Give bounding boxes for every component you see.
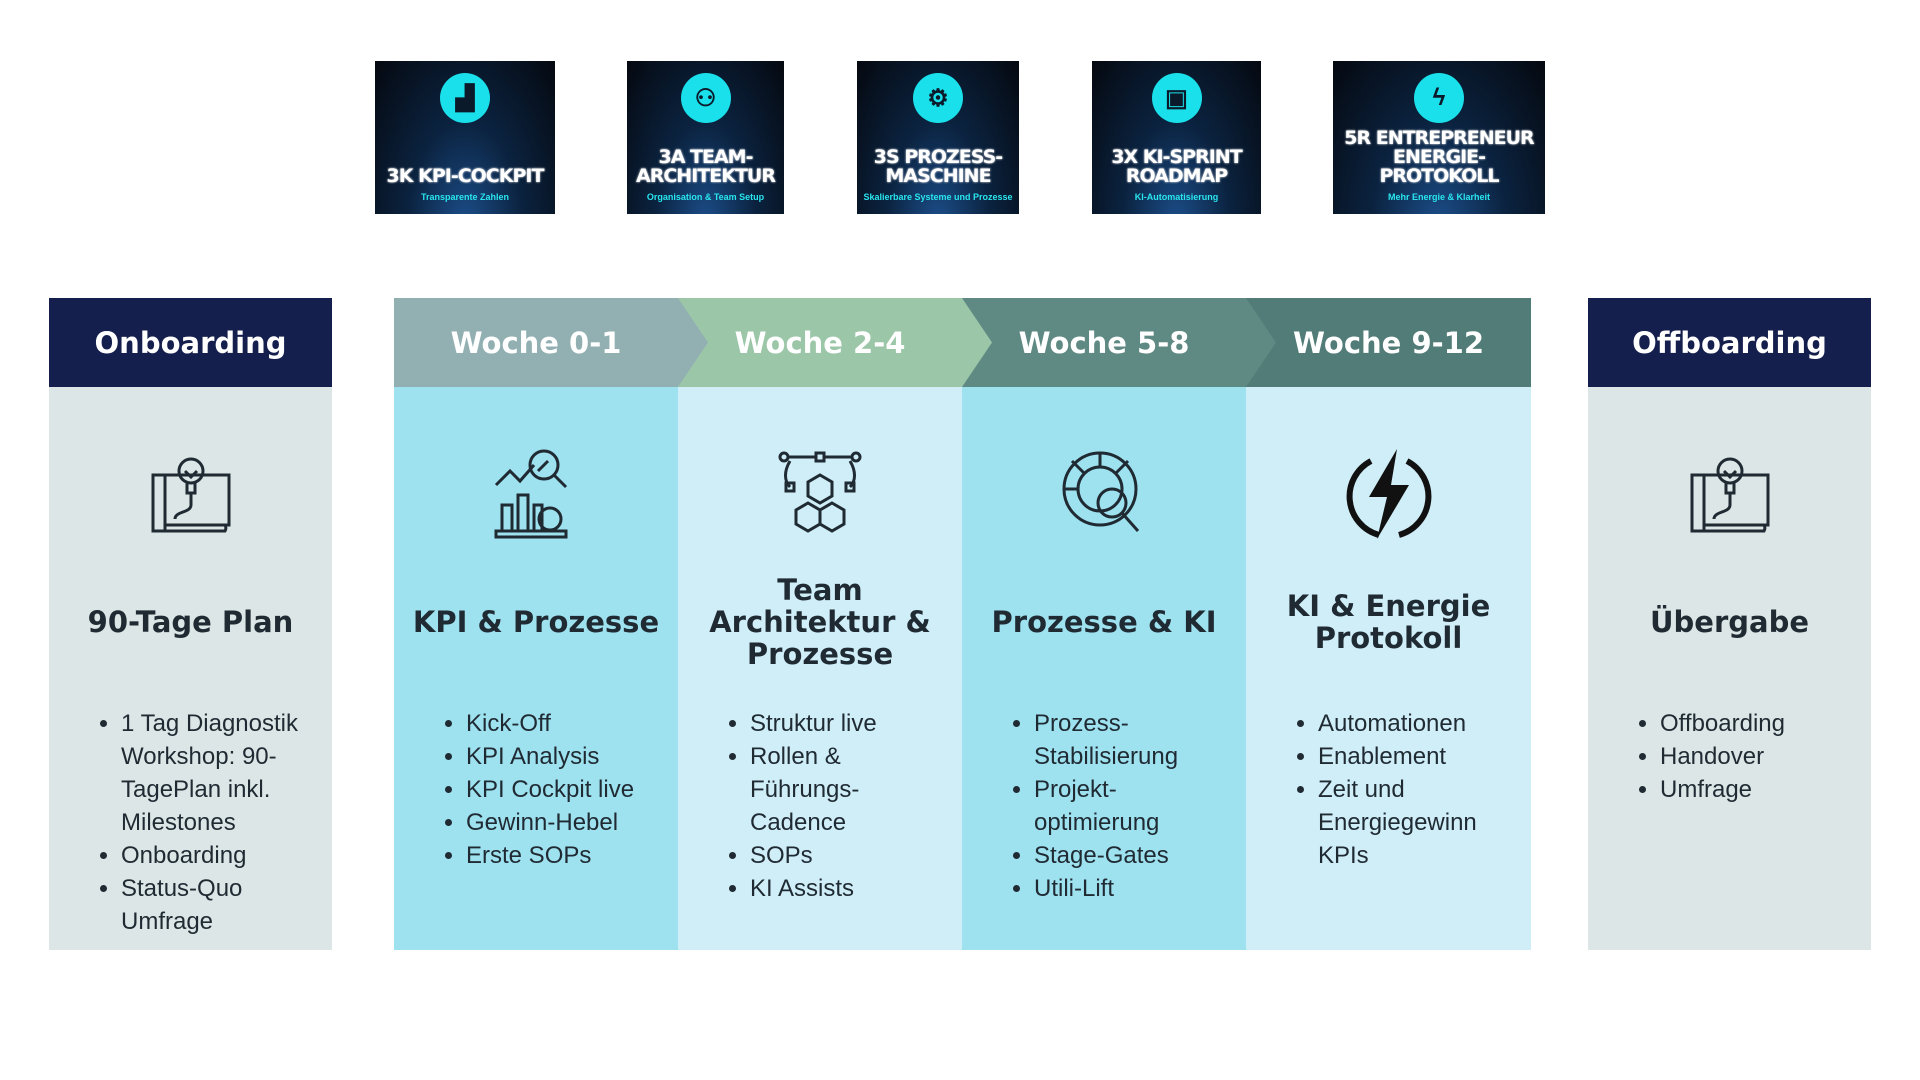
list-item: Gewinn-Hebel [466, 806, 668, 839]
process-search-icon [1056, 445, 1152, 541]
card-title: 5R Entrepreneur Energie-Protokoll [1344, 127, 1534, 187]
list-item: KI Assists [750, 872, 952, 905]
card-title: 3S Prozess-Maschine [873, 146, 1003, 187]
list-item: Zeit und Energiegewinn KPIs [1318, 773, 1521, 872]
phase-column: Woche 2-4 Team Architektur & Prozesse St… [678, 298, 992, 950]
blueprint-lightbulb-icon [143, 445, 239, 541]
list-item: Erste SOPs [466, 839, 668, 872]
phase-task-list: AutomationenEnablementZeit und Energiege… [1294, 707, 1521, 872]
team-icon: ⚇ [680, 73, 731, 123]
phase-title: KPI & Prozesse [412, 605, 660, 639]
phase-task-list: Prozess-StabilisierungProjekt-optimierun… [1010, 707, 1236, 905]
list-item: Kick-Off [466, 707, 668, 740]
card-title: 3X KI-Sprint Roadmap [1111, 146, 1242, 187]
list-item: Enablement [1318, 740, 1521, 773]
phase-task-list: 1 Tag Diagnostik Workshop: 90-TagePlan i… [97, 707, 322, 938]
phase-title: KI & Energie Protokoll [1286, 589, 1491, 655]
phase-column: Woche 9-12 KI & Energie Protokoll Automa… [1246, 298, 1531, 950]
list-item: SOPs [750, 839, 952, 872]
energy-cycle-icon: ϟ [1414, 73, 1464, 123]
phase-task-list: OffboardingHandoverUmfrage [1636, 707, 1861, 806]
program-card: ϟ 5R Entrepreneur Energie-Protokoll Mehr… [1333, 61, 1545, 214]
list-item: Onboarding [121, 839, 322, 872]
list-item: Utili-Lift [1034, 872, 1236, 905]
phase-header-label: Woche 2-4 [734, 325, 906, 360]
phase-title: Team Architektur & Prozesse [709, 573, 931, 671]
structure-cubes-icon [772, 445, 868, 541]
program-card: ▣ 3X KI-Sprint Roadmap KI-Automatisierun… [1092, 61, 1261, 214]
chart-growth-icon: ▟ [440, 73, 490, 123]
program-card: ⚇ 3A Team-Architektur Organisation & Tea… [627, 61, 784, 214]
list-item: Status-Quo Umfrage [121, 872, 322, 938]
phase-header: Woche 5-8 [962, 298, 1276, 387]
phase-title: Prozesse & KI [991, 605, 1217, 639]
list-item: Offboarding [1660, 707, 1861, 740]
phase-header-label: Woche 9-12 [1292, 325, 1485, 360]
card-title: 3K KPI-Cockpit [386, 165, 545, 187]
phase-header: Onboarding [49, 298, 332, 387]
phase-task-list: Struktur liveRollen & Führungs-CadenceSO… [726, 707, 952, 905]
phase-header: Woche 0-1 [394, 298, 708, 387]
list-item: Umfrage [1660, 773, 1861, 806]
card-subtitle: Skalierbare Systeme und Prozesse [863, 192, 1013, 202]
card-subtitle: Organisation & Team Setup [646, 192, 765, 202]
phase-title: Übergabe [1649, 605, 1810, 639]
blueprint-lightbulb-icon [1682, 445, 1778, 541]
phase-title: 90-Tage Plan [87, 605, 294, 639]
phase-header: Woche 9-12 [1246, 298, 1531, 387]
card-subtitle: KI-Automatisierung [1134, 192, 1219, 202]
list-item: Stage-Gates [1034, 839, 1236, 872]
list-item: Prozess-Stabilisierung [1034, 707, 1236, 773]
card-title: 3A Team-Architektur [636, 146, 776, 187]
phase-header-label: Woche 5-8 [1018, 325, 1190, 360]
list-item: Handover [1660, 740, 1861, 773]
analytics-icon [488, 445, 584, 541]
program-card: ⚙ 3S Prozess-Maschine Skalierbare System… [857, 61, 1019, 214]
list-item: Automationen [1318, 707, 1521, 740]
phase-header-label: Onboarding [94, 325, 287, 360]
program-card: ▟ 3K KPI-Cockpit Transparente Zahlen [375, 61, 555, 214]
list-item: Projekt-optimierung [1034, 773, 1236, 839]
lightning-icon [1341, 445, 1437, 541]
list-item: KPI Analysis [466, 740, 668, 773]
phase-header: Offboarding [1588, 298, 1871, 387]
phase-column: Woche 5-8 Prozesse & KI Prozess-Stabilis… [962, 298, 1276, 950]
card-subtitle: Transparente Zahlen [420, 192, 510, 202]
phase-header: Woche 2-4 [678, 298, 992, 387]
list-item: 1 Tag Diagnostik Workshop: 90-TagePlan i… [121, 707, 322, 839]
phase-column: Woche 0-1 KPI & Prozesse Kick-OffKPI Ana… [394, 298, 708, 950]
phase-task-list: Kick-OffKPI AnalysisKPI Cockpit liveGewi… [442, 707, 668, 872]
gears-icon: ⚙ [913, 73, 963, 123]
list-item: KPI Cockpit live [466, 773, 668, 806]
robot-icon: ▣ [1151, 73, 1202, 123]
phase-header-label: Woche 0-1 [450, 325, 622, 360]
phase-column: Onboarding 90-Tage Plan 1 Tag Diagnostik… [49, 298, 332, 950]
list-item: Rollen & Führungs-Cadence [750, 740, 952, 839]
phase-header-label: Offboarding [1632, 325, 1827, 360]
card-subtitle: Mehr Energie & Klarheit [1387, 192, 1491, 202]
phase-column: Offboarding Übergabe OffboardingHandover… [1588, 298, 1871, 950]
list-item: Struktur live [750, 707, 952, 740]
